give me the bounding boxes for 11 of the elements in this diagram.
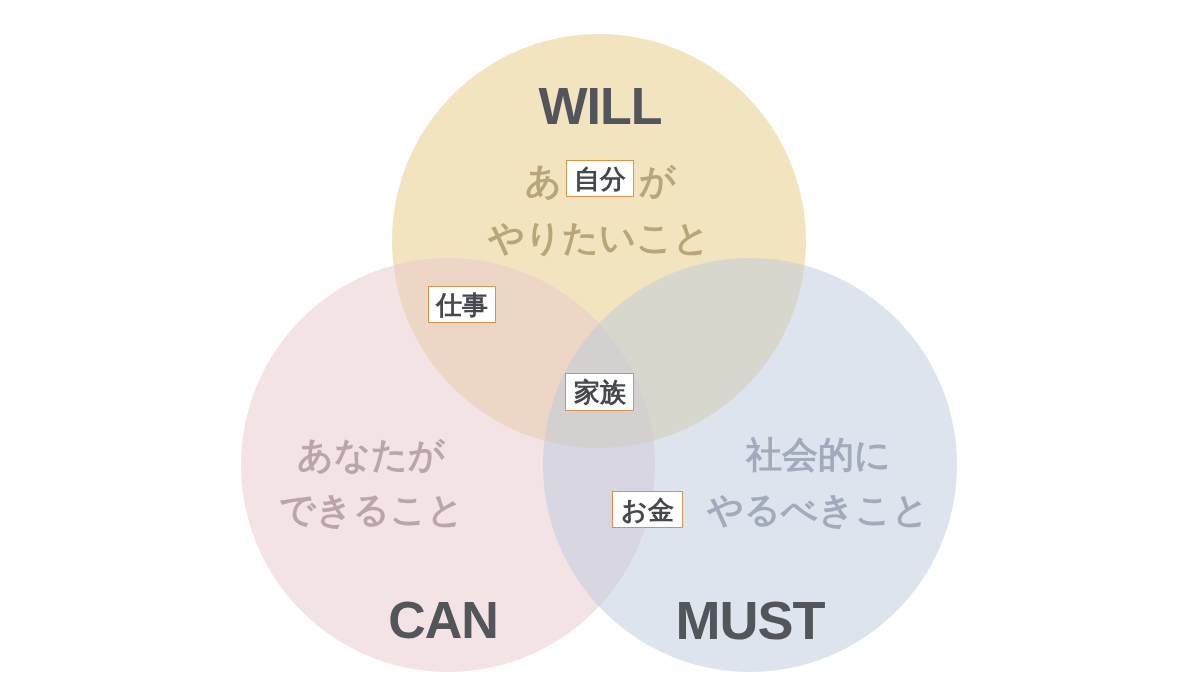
description-text: あなたができること [278,433,464,532]
heading: WILL [538,80,662,132]
description-text: やりたいこと [488,215,710,260]
description-text: あ [524,158,562,203]
heading: CAN [388,594,498,646]
keyword-tag: 自分 [566,160,634,197]
heading: MUST [675,593,825,647]
keyword-tag: 仕事 [428,286,496,323]
description-text: が [638,158,676,203]
keyword-tag: 家族 [565,373,634,411]
description-text: 社会的にやるべきこと [707,433,929,532]
